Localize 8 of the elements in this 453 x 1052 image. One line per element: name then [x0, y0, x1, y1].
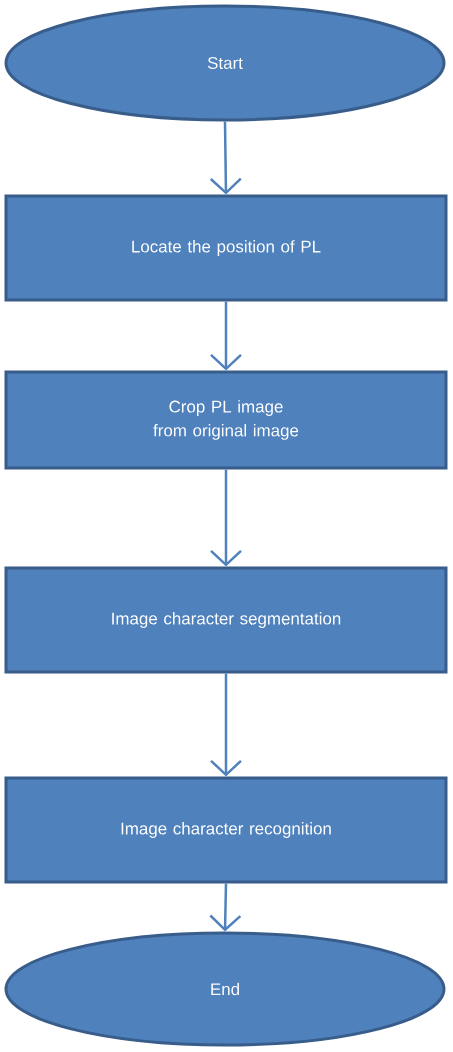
process-box: Locate the position of PL	[4, 194, 448, 302]
arrow	[210, 301, 242, 371]
process-box: Image character recognition	[4, 776, 448, 884]
arrow	[210, 673, 242, 777]
process-box: Image character segmentation	[4, 566, 448, 674]
arrow	[209, 121, 242, 195]
arrow	[210, 469, 242, 567]
process-box: Crop PL image from original image	[4, 370, 448, 470]
